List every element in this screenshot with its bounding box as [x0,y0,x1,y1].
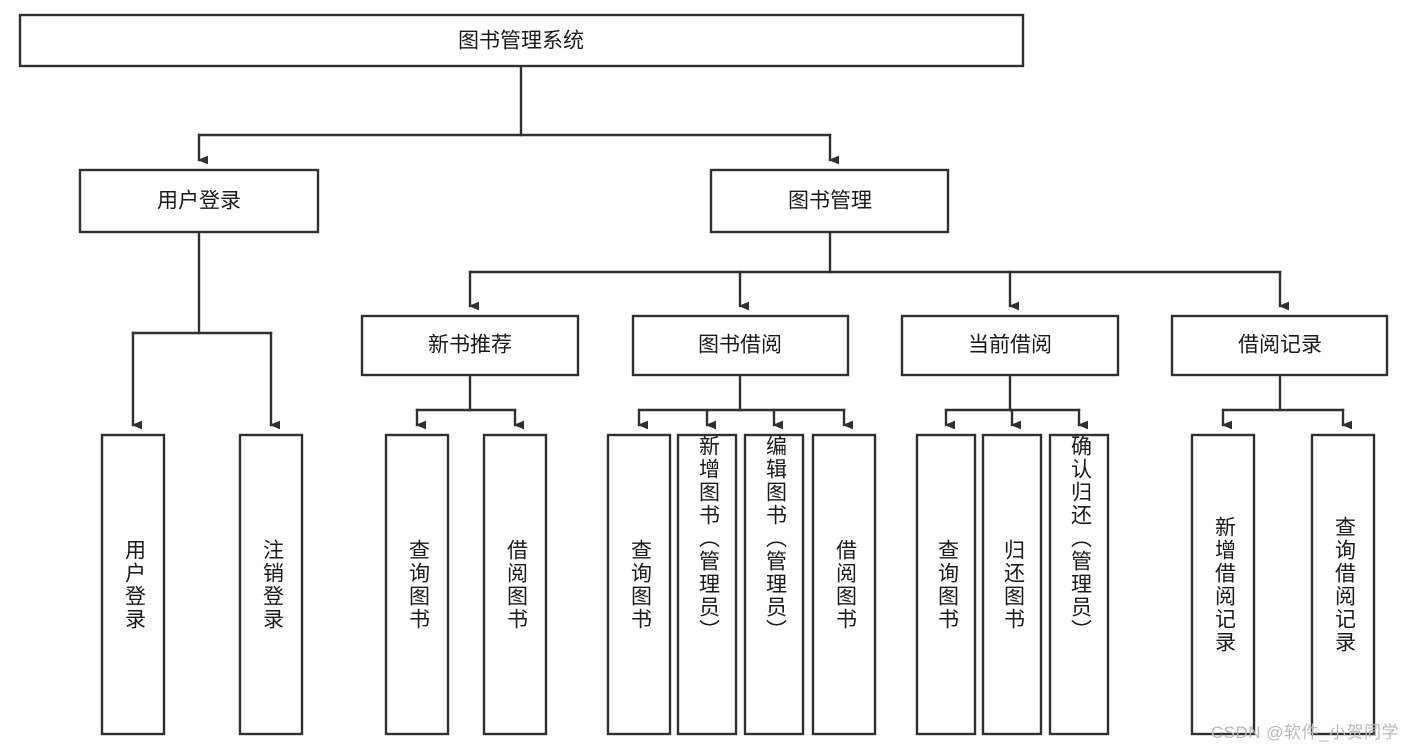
node-leaf-add-book-admin[interactable] [676,433,738,736]
connector-borrow-record-to-leaves [1221,373,1352,430]
node-leaf-query-book-current[interactable] [915,433,977,736]
watermark-text: CSDN @软件_小贺同学 [1210,723,1399,742]
node-leaf-query-book-rec[interactable] [384,433,450,736]
connector-user-login-to-leaves [131,230,280,430]
node-leaf-borrow-book-rec[interactable] [482,433,548,736]
node-borrow-record-label: 借阅记录 [1238,334,1322,357]
connector-new-book-to-leaves [415,373,524,430]
node-leaf-user-login[interactable] [100,433,166,736]
connector-book-mgmt-to-level3 [468,230,1289,311]
node-leaf-return-book[interactable] [981,433,1043,736]
node-book-borrow[interactable]: 图书借阅 [631,314,850,377]
node-leaf-add-borrow-record[interactable] [1190,433,1256,736]
connector-borrow-to-leaves [637,373,853,430]
node-leaf-confirm-return-admin[interactable] [1048,433,1110,736]
node-current-borrow-label: 当前借阅 [968,334,1052,357]
node-leaf-query-borrow-record[interactable] [1310,433,1376,736]
node-new-book-recommend[interactable]: 新书推荐 [360,314,580,377]
node-book-borrow-label: 图书借阅 [698,334,782,357]
node-new-book-recommend-label: 新书推荐 [428,334,512,357]
node-book-management[interactable]: 图书管理 [709,168,950,234]
node-leaf-query-book-borrow[interactable] [606,433,672,736]
node-leaf-edit-book-admin[interactable] [743,433,805,736]
connector-root-to-level2 [197,64,839,165]
node-user-login[interactable]: 用户登录 [78,168,320,234]
node-leaf-logout[interactable] [238,433,304,736]
node-root-label: 图书管理系统 [458,30,584,53]
node-root[interactable]: 图书管理系统 [18,13,1025,68]
node-leaf-borrow-book[interactable] [811,433,877,736]
connector-current-borrow-to-leaves [944,373,1088,430]
node-borrow-record[interactable]: 借阅记录 [1170,314,1389,377]
node-book-management-label: 图书管理 [788,190,872,213]
node-current-borrow[interactable]: 当前借阅 [900,314,1120,377]
node-user-login-label: 用户登录 [157,190,241,213]
